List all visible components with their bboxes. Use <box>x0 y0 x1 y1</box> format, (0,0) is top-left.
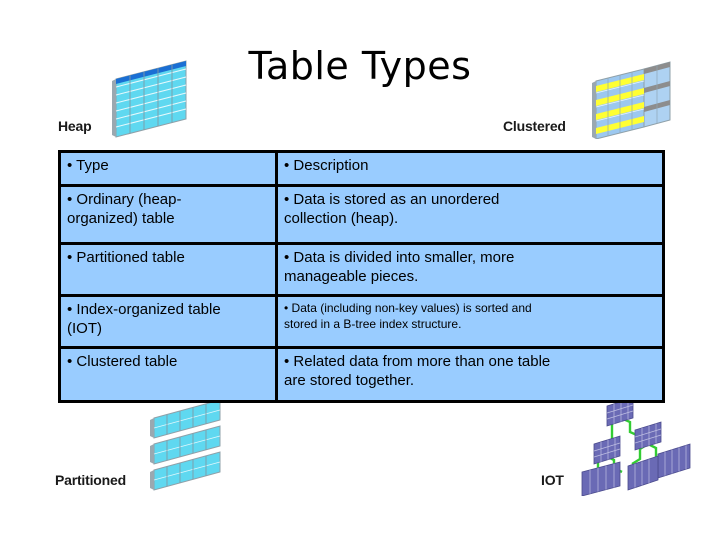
table-row: • Ordinary (heap- organized) table • Dat… <box>58 184 665 245</box>
table-header-cell-type: • Type <box>58 150 278 187</box>
table-cell-description-text: • Data is stored as an unordered collect… <box>284 191 500 227</box>
table-header-row: • Type • Description <box>58 150 665 187</box>
table-types-comparison-table: • Type • Description • Ordinary (heap- o… <box>58 150 665 403</box>
table-cell-type: • Index-organized table (IOT) <box>58 294 278 349</box>
callout-label-partitioned: Partitioned <box>55 472 126 488</box>
table-cell-type: • Partitioned table <box>58 242 278 297</box>
table-cell-description-text: • Data is divided into smaller, more man… <box>284 249 515 285</box>
table-cell-type: • Clustered table <box>58 346 278 403</box>
table-cell-description: • Data is divided into smaller, more man… <box>275 242 665 297</box>
table-header-description-text: • Description <box>284 157 369 174</box>
table-row: • Partitioned table • Data is divided in… <box>58 242 665 297</box>
table-cell-description: • Related data from more than one table … <box>275 346 665 403</box>
table-cell-description: • Data (including non-key values) is sor… <box>275 294 665 349</box>
table-cell-type-text: • Ordinary (heap- organized) table <box>67 191 182 227</box>
index-organized-table-tree-icon <box>578 396 696 496</box>
partitioned-table-grid-icon <box>148 398 226 494</box>
table-cell-description-text: • Data (including non-key values) is sor… <box>284 301 532 331</box>
page-title: Table Types <box>248 44 472 88</box>
table-cell-type-text: • Index-organized table (IOT) <box>67 301 221 337</box>
table-row: • Clustered table • Related data from mo… <box>58 346 665 403</box>
table-header-type-text: • Type <box>67 157 109 174</box>
table-row: • Index-organized table (IOT) • Data (in… <box>58 294 665 349</box>
table-cell-type-text: • Partitioned table <box>67 249 185 266</box>
callout-label-heap: Heap <box>58 118 92 134</box>
table-cell-type: • Ordinary (heap- organized) table <box>58 184 278 245</box>
table-cell-type-text: • Clustered table <box>67 353 178 370</box>
clustered-table-grid-icon <box>592 57 676 139</box>
table-header-cell-description: • Description <box>275 150 665 187</box>
heap-table-grid-icon <box>110 57 194 139</box>
table-cell-description-text: • Related data from more than one table … <box>284 353 551 389</box>
callout-label-iot: IOT <box>541 472 564 488</box>
table-cell-description: • Data is stored as an unordered collect… <box>275 184 665 245</box>
callout-label-clustered: Clustered <box>503 118 566 134</box>
